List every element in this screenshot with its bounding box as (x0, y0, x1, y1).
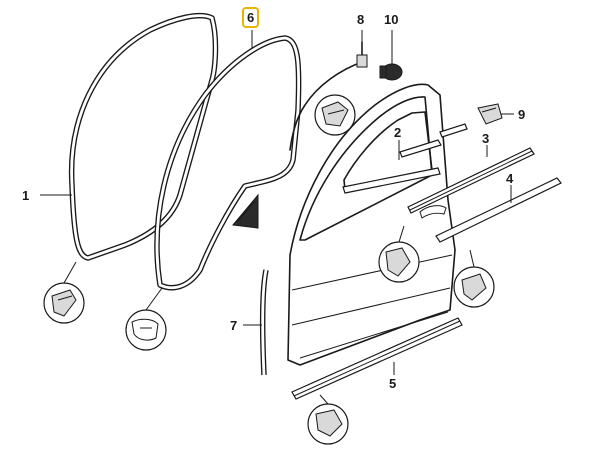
part-5-lower-door-strip (291, 317, 463, 400)
part-8-cable-pin (289, 41, 368, 151)
callout-6-highlighted: 6 (241, 7, 260, 28)
callout-10: 10 (384, 12, 399, 27)
detail-circle-outer-seal (43, 282, 85, 324)
detail-circle-upper-seal (314, 94, 356, 136)
detail-circle-trim-strip (453, 266, 495, 308)
callout-9: 9 (518, 107, 526, 122)
callout-8: 8 (357, 12, 365, 27)
callout-3: 3 (482, 131, 490, 146)
part-7-pillar-seal (259, 269, 269, 376)
detail-circle-lower-strip (307, 403, 349, 445)
door-shell (287, 83, 456, 366)
part-10-grommet (379, 63, 403, 81)
part-6-window-frame-seal (154, 35, 302, 291)
detail-circle-window-seal (125, 309, 167, 351)
callout-2: 2 (394, 125, 402, 140)
callout-4: 4 (506, 171, 514, 186)
callout-1: 1 (22, 188, 30, 203)
part-9-clip (477, 103, 503, 125)
part-1-outer-door-seal (68, 12, 219, 261)
part-2-inner-window-strip (399, 123, 468, 158)
part-4-door-trim-strip (435, 177, 562, 243)
callout-7: 7 (230, 318, 238, 333)
detail-circle-door-strip (378, 241, 420, 283)
callout-5: 5 (389, 376, 397, 391)
leader-lines (40, 30, 514, 405)
part-3-outer-window-strip (407, 147, 535, 214)
